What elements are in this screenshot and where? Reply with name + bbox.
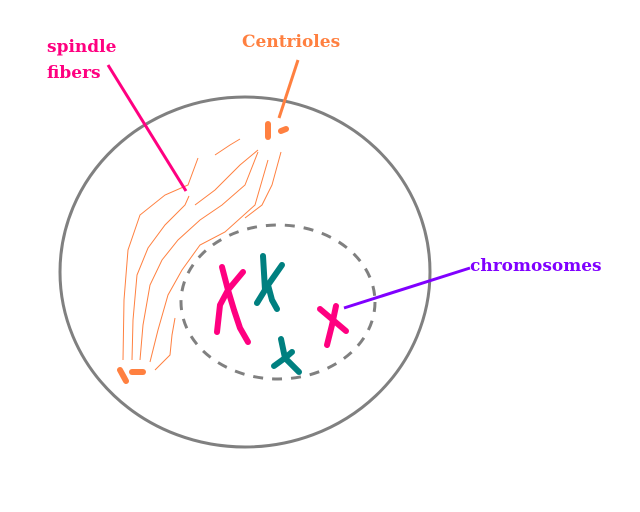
chromosomes-label: chromosomes (470, 256, 602, 276)
nuclear-envelope (179, 223, 377, 381)
spindle-fibers (122, 138, 282, 371)
spindle-label-line1: spindle (47, 37, 117, 57)
chromosomes-pointer-line (343, 266, 471, 310)
centriole-bottom (117, 367, 146, 384)
chromosome-pink-small (317, 303, 349, 348)
centriole-top (265, 121, 289, 140)
spindle-pointer-line (106, 64, 188, 192)
chromosome-teal-upper (254, 253, 285, 312)
spindle-fibers-label: spindle fibers (47, 34, 116, 86)
centrioles-pointer-line (277, 59, 300, 119)
cell-membrane (58, 95, 432, 449)
chromosome-pink-large (214, 264, 251, 345)
centrioles-label: Centrioles (242, 32, 341, 52)
spindle-label-line2: fibers (47, 63, 101, 83)
chromosome-teal-lower (271, 336, 302, 375)
